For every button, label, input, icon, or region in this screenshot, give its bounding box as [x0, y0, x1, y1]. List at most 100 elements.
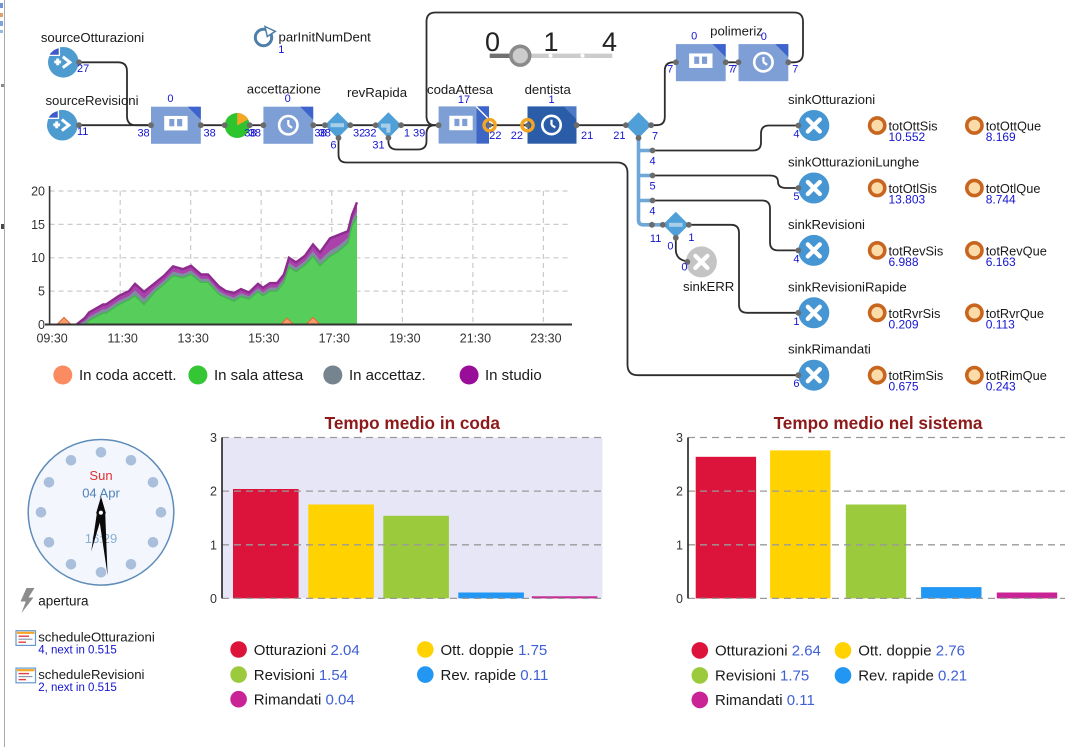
svg-text:22: 22	[489, 130, 501, 142]
svg-text:09:30: 09:30	[36, 332, 67, 346]
svg-text:32: 32	[353, 128, 365, 140]
svg-text:21:30: 21:30	[460, 332, 491, 346]
svg-text:6.988: 6.988	[889, 255, 919, 269]
svg-text:In accettaz.: In accettaz.	[349, 367, 426, 384]
svg-text:17: 17	[458, 94, 470, 106]
svg-text:4: 4	[793, 253, 799, 265]
svg-text:0: 0	[167, 93, 173, 105]
svg-text:In coda accett.: In coda accett.	[79, 367, 177, 384]
svg-text:11:30: 11:30	[108, 332, 138, 346]
svg-text:38: 38	[137, 128, 149, 140]
svg-text:1: 1	[543, 27, 558, 57]
svg-text:7: 7	[728, 64, 734, 76]
svg-text:23:30: 23:30	[530, 332, 561, 346]
svg-text:4: 4	[650, 156, 656, 168]
svg-text:4, next in 0.515: 4, next in 0.515	[38, 645, 117, 657]
svg-text:3: 3	[210, 431, 217, 445]
svg-text:6.163: 6.163	[986, 255, 1016, 269]
svg-text:totOtlQue: totOtlQue	[986, 181, 1041, 196]
svg-text:13:30: 13:30	[178, 332, 209, 346]
svg-text:apertura: apertura	[38, 594, 89, 609]
svg-text:7: 7	[652, 131, 658, 143]
svg-text:04 Apr: 04 Apr	[82, 486, 120, 501]
svg-text:totRvrSis: totRvrSis	[889, 306, 941, 321]
svg-text:0: 0	[676, 592, 683, 606]
svg-text:Ott. doppie 1.75: Ott. doppie 1.75	[441, 642, 548, 659]
svg-text:Tempo medio in coda: Tempo medio in coda	[325, 413, 501, 433]
svg-text:32: 32	[364, 128, 376, 140]
svg-text:In sala attesa: In sala attesa	[214, 367, 304, 384]
svg-text:38: 38	[249, 128, 261, 140]
svg-text:20: 20	[31, 185, 45, 199]
svg-text:0: 0	[681, 262, 687, 274]
svg-text:sourceOtturazioni: sourceOtturazioni	[41, 30, 144, 45]
svg-text:38: 38	[314, 128, 326, 140]
svg-text:sinkRevisioni: sinkRevisioni	[788, 217, 865, 232]
svg-text:codaAttesa: codaAttesa	[427, 82, 494, 97]
svg-text:1: 1	[688, 232, 694, 244]
svg-text:7: 7	[731, 64, 737, 76]
svg-text:4: 4	[602, 27, 617, 57]
svg-text:In studio: In studio	[485, 367, 542, 384]
svg-text:17:30: 17:30	[319, 332, 350, 346]
svg-text:totRevSis: totRevSis	[889, 243, 944, 258]
svg-text:0: 0	[285, 93, 291, 105]
svg-text:1: 1	[278, 44, 284, 56]
svg-text:0: 0	[210, 592, 217, 606]
svg-text:22: 22	[511, 130, 523, 142]
svg-text:Rimandati 0.11: Rimandati 0.11	[715, 692, 815, 709]
svg-text:5: 5	[38, 285, 45, 299]
svg-text:Rev. rapide 0.11: Rev. rapide 0.11	[441, 667, 549, 684]
svg-text:polimeriz: polimeriz	[710, 24, 763, 39]
svg-text:8.169: 8.169	[986, 130, 1016, 144]
svg-text:scheduleOtturazioni: scheduleOtturazioni	[38, 630, 155, 645]
svg-text:Otturazioni 2.04: Otturazioni 2.04	[254, 642, 360, 659]
svg-text:4: 4	[793, 129, 799, 141]
svg-text:Sun: Sun	[89, 468, 112, 483]
svg-text:0: 0	[485, 27, 500, 57]
svg-text:11: 11	[77, 126, 88, 138]
svg-text:16:29: 16:29	[85, 531, 118, 546]
svg-text:1: 1	[404, 128, 410, 140]
svg-text:21: 21	[581, 130, 593, 142]
svg-text:totOttQue: totOttQue	[986, 119, 1041, 134]
svg-text:2: 2	[210, 485, 217, 499]
svg-text:31: 31	[372, 140, 384, 152]
svg-text:38: 38	[244, 128, 256, 140]
svg-text:sinkERR: sinkERR	[683, 279, 734, 294]
svg-text:5: 5	[793, 191, 799, 203]
svg-text:parInitNumDent: parInitNumDent	[279, 30, 372, 45]
svg-text:6: 6	[793, 378, 799, 390]
svg-text:15:30: 15:30	[248, 332, 279, 346]
svg-text:revRapida: revRapida	[347, 85, 408, 100]
svg-text:1: 1	[793, 316, 799, 328]
svg-text:19:30: 19:30	[389, 332, 420, 346]
svg-text:Otturazioni 2.64: Otturazioni 2.64	[715, 643, 821, 660]
svg-text:totRimQue: totRimQue	[986, 368, 1047, 383]
svg-text:Tempo medio nel sistema: Tempo medio nel sistema	[774, 413, 983, 433]
svg-text:21: 21	[613, 130, 625, 142]
svg-text:27: 27	[77, 63, 89, 75]
svg-text:0.209: 0.209	[889, 317, 919, 331]
svg-text:0.243: 0.243	[986, 380, 1016, 394]
svg-text:accettazione: accettazione	[247, 81, 321, 96]
svg-text:Rimandati 0.04: Rimandati 0.04	[254, 692, 355, 709]
svg-text:3: 3	[676, 431, 683, 445]
svg-text:0.113: 0.113	[986, 317, 1015, 331]
svg-text:0.675: 0.675	[889, 380, 919, 394]
svg-text:1: 1	[210, 538, 217, 552]
svg-text:7: 7	[667, 64, 673, 76]
svg-text:39: 39	[413, 128, 425, 140]
svg-text:0: 0	[691, 31, 697, 43]
svg-text:2: 2	[676, 485, 683, 499]
svg-text:sinkOtturazioniLunghe: sinkOtturazioniLunghe	[788, 155, 919, 170]
svg-text:Ott. doppie 2.76: Ott. doppie 2.76	[858, 643, 965, 660]
svg-text:6: 6	[330, 140, 336, 152]
svg-text:Revisioni 1.54: Revisioni 1.54	[254, 667, 348, 684]
svg-text:15: 15	[31, 218, 45, 232]
svg-text:0: 0	[38, 318, 45, 332]
svg-text:sinkRimandati: sinkRimandati	[788, 342, 871, 357]
svg-text:totRvrQue: totRvrQue	[986, 306, 1044, 321]
svg-text:2, next in 0.515: 2, next in 0.515	[38, 682, 117, 694]
svg-text:38: 38	[204, 128, 216, 140]
